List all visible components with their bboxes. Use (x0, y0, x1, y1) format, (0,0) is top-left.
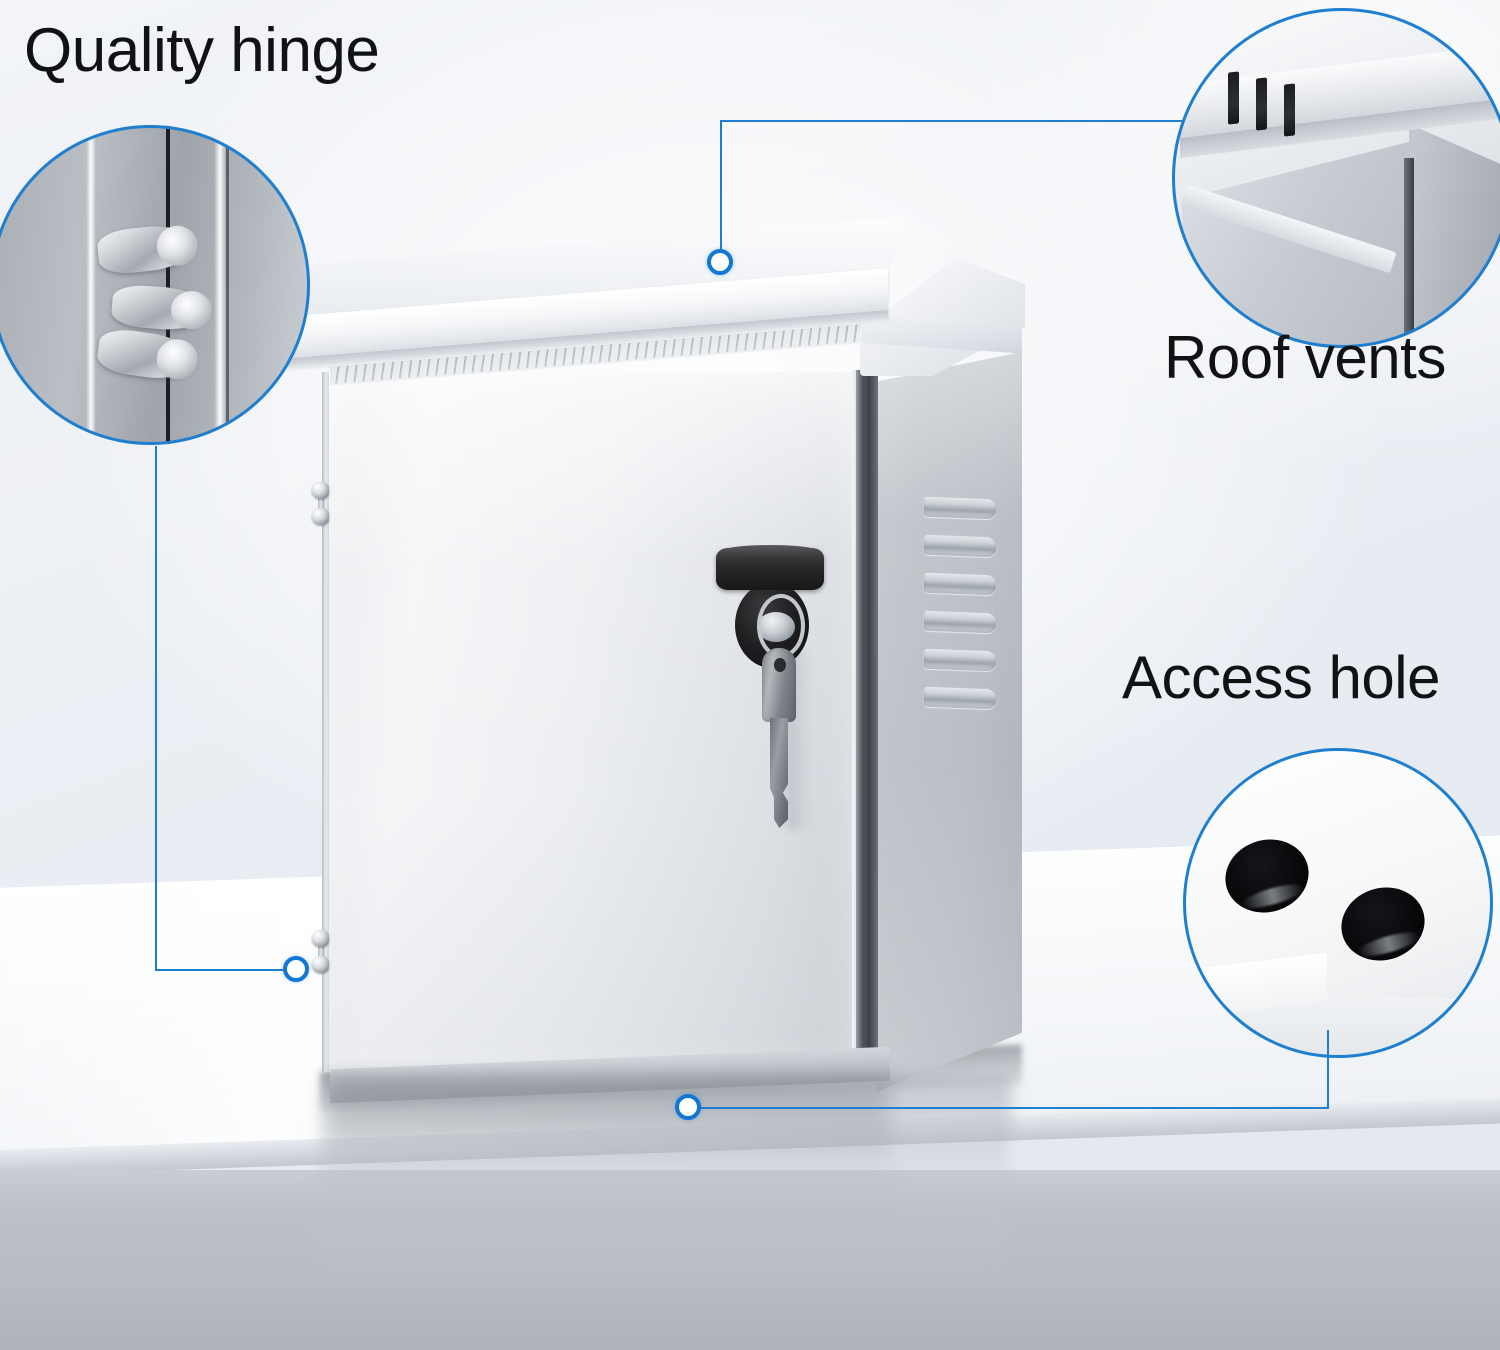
roof-detail-gap (1404, 158, 1414, 348)
marker-access-hole[interactable] (675, 1094, 701, 1120)
callout-label-quality-hinge: Quality hinge (24, 16, 380, 85)
roof-detail-side (1409, 124, 1500, 348)
roof-vent-slot (1284, 83, 1295, 137)
hinge-seam-highlight (86, 125, 96, 445)
roof-vents-detail-inset (1172, 8, 1500, 348)
roof-leader-vertical (720, 120, 722, 262)
marker-roof-vents[interactable] (707, 249, 733, 275)
hinge-seam-highlight (214, 125, 226, 445)
callout-label-access-hole: Access hole (1122, 644, 1441, 711)
hole-leader-horizontal (688, 1107, 1329, 1109)
access-hole-detail-inset (1183, 748, 1493, 1058)
callout-label-roof-vents: Roof vents (1164, 324, 1446, 391)
hinge-leader-horizontal (155, 969, 303, 971)
hinge-seam-shadow (166, 125, 170, 445)
roof-vent-slot (1228, 71, 1239, 125)
hinge-seam-shadow (226, 125, 229, 445)
hinge-leader-vertical (155, 446, 157, 970)
hole-leader-vertical (1327, 1030, 1329, 1109)
hinge-detail-background (0, 125, 310, 445)
roof-vent-slot (1256, 77, 1267, 131)
hinge-detail-inset (0, 125, 310, 445)
pedestal-front-face (0, 1170, 1500, 1350)
marker-quality-hinge[interactable] (283, 956, 309, 982)
roof-leader-horizontal (720, 120, 1182, 122)
